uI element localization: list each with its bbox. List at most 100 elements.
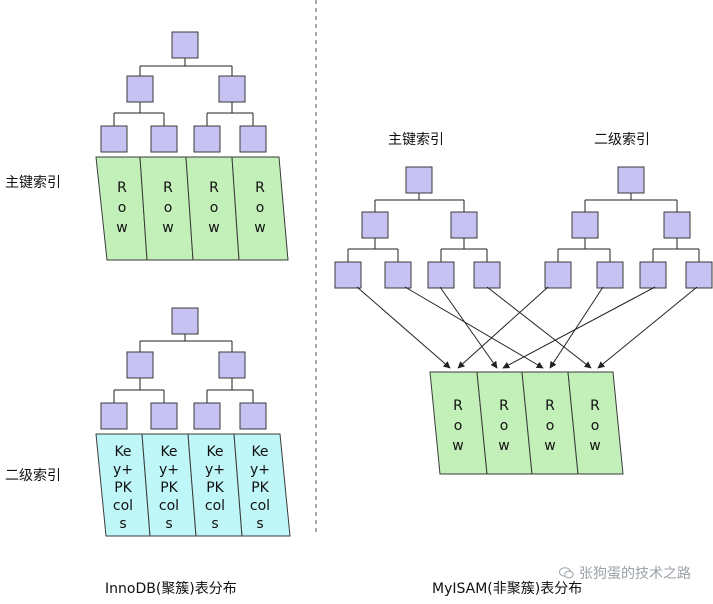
tree-edges (113, 58, 254, 126)
index-node (218, 75, 246, 103)
index-node (405, 166, 433, 194)
innodb-primary-tree (100, 31, 267, 153)
row-text: o (500, 418, 509, 434)
index-node (239, 402, 267, 430)
secondary-cell-text: col (250, 498, 270, 514)
row-text: R (545, 398, 555, 414)
index-node (193, 125, 221, 153)
index-node (617, 166, 645, 194)
myisam-primary-tree (334, 166, 501, 289)
myisam-primary-label: 主键索引 (388, 132, 444, 148)
wechat-icon (559, 567, 574, 579)
watermark: 张狗蛋的技术之路 (559, 563, 691, 583)
pointer-arrows (356, 286, 698, 369)
row-text: R (453, 398, 463, 414)
index-node (100, 402, 128, 430)
innodb-caption: InnoDB(聚簇)表分布 (105, 581, 237, 597)
arrow (486, 286, 592, 369)
innodb-primary-leaf-rows (95, 156, 289, 261)
index-node (685, 261, 713, 289)
myisam-data-rows (429, 371, 624, 475)
row-text: w (254, 220, 265, 236)
secondary-cell-text: s (256, 516, 263, 532)
index-node (218, 351, 246, 379)
row-text: o (256, 200, 265, 216)
row-text: o (210, 200, 219, 216)
tree-edges (113, 334, 254, 403)
index-node (450, 211, 478, 239)
row-cell (231, 156, 289, 261)
row-text: w (452, 438, 463, 454)
myisam-secondary-label: 二级索引 (594, 132, 650, 148)
secondary-cell-text: y+ (113, 462, 133, 478)
myisam-caption: MyISAM(非聚簇)表分布 (432, 581, 583, 597)
arrow (502, 286, 656, 369)
secondary-cell-text: PK (251, 480, 269, 496)
innodb-primary-label: 主键索引 (5, 175, 61, 191)
index-node (150, 402, 178, 430)
index-node (544, 261, 572, 289)
index-node (193, 402, 221, 430)
index-node (126, 351, 154, 379)
index-node (100, 125, 128, 153)
index-node (596, 261, 624, 289)
secondary-cell-text: col (159, 498, 179, 514)
index-node (126, 75, 154, 103)
index-node (171, 31, 199, 59)
row-text: R (117, 180, 127, 196)
row-text: w (544, 438, 555, 454)
secondary-cell-text: Ke (114, 444, 131, 460)
row-text: o (118, 200, 127, 216)
index-node (171, 307, 199, 335)
secondary-cell-text: s (165, 516, 172, 532)
row-text: w (116, 220, 127, 236)
secondary-cell-text: Ke (160, 444, 177, 460)
secondary-cell-text: s (211, 516, 218, 532)
index-node (334, 261, 362, 289)
myisam-secondary-tree (544, 166, 713, 289)
row-text: w (498, 438, 509, 454)
row-text: R (209, 180, 219, 196)
secondary-cell-text: Ke (206, 444, 223, 460)
row-text: o (546, 418, 555, 434)
secondary-cell-text: y+ (250, 462, 270, 478)
secondary-cell-text: y+ (159, 462, 179, 478)
row-text: R (499, 398, 509, 414)
row-text: w (589, 438, 600, 454)
index-node (150, 125, 178, 153)
index-node (361, 211, 389, 239)
index-node (473, 261, 501, 289)
row-cell (567, 371, 624, 475)
innodb-secondary-label: 二级索引 (5, 468, 61, 484)
row-text: R (590, 398, 600, 414)
innodb-secondary-tree (100, 307, 267, 430)
arrow (439, 286, 498, 369)
arrow (549, 286, 604, 369)
arrow (457, 286, 549, 369)
row-text: w (162, 220, 173, 236)
arrow (356, 286, 451, 369)
secondary-cell-text: PK (160, 480, 178, 496)
secondary-cell-text: PK (206, 480, 224, 496)
secondary-cell-text: PK (114, 480, 132, 496)
watermark-text: 张狗蛋的技术之路 (579, 566, 691, 582)
tree-edges (557, 193, 700, 262)
row-text: R (163, 180, 173, 196)
tree-edges (347, 193, 488, 262)
secondary-cell-text: s (119, 516, 126, 532)
secondary-cell-text: Ke (251, 444, 268, 460)
row-text: R (255, 180, 265, 196)
index-node (239, 125, 267, 153)
row-text: o (454, 418, 463, 434)
row-text: o (591, 418, 600, 434)
myisam-row-texts: R o w R o w R o w R o w (452, 398, 600, 454)
row-text: w (208, 220, 219, 236)
innodb-primary-row-texts: R o w R o w R o w R o w (116, 180, 265, 236)
secondary-cell-text: col (205, 498, 225, 514)
secondary-cell (233, 433, 291, 537)
index-node (639, 261, 667, 289)
index-node (663, 211, 691, 239)
row-text: o (164, 200, 173, 216)
index-node (571, 211, 599, 239)
